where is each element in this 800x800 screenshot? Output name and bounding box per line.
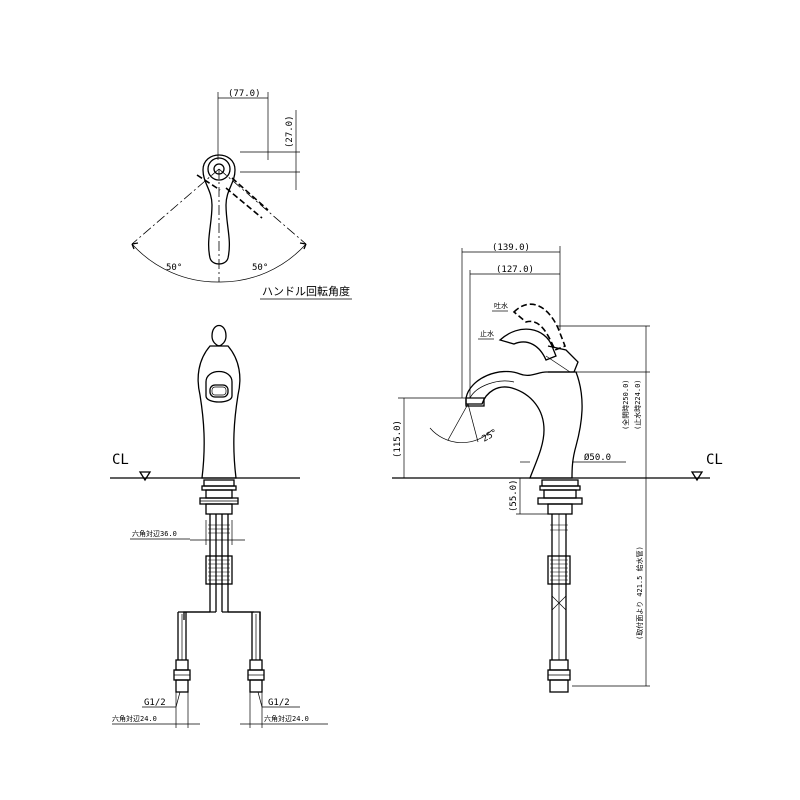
dim-d50: Ø50.0: [584, 452, 611, 463]
dim-stop-height: (止水時224.0): [633, 379, 642, 430]
handle-knob: [211, 324, 227, 347]
angle-25: 25°: [481, 428, 500, 445]
front-view: CL 六角対辺36.0: [110, 324, 328, 728]
angle-left: 50°: [166, 263, 182, 273]
top-view: (77.0) (27.0) 50° 50° ハンドル回転角度: [131, 89, 352, 300]
dim-139: (139.0): [492, 243, 530, 253]
hex-right-24: 六角対辺24.0: [264, 714, 309, 723]
angle-right: 50°: [252, 263, 268, 273]
handle-top-outline: [202, 154, 236, 265]
hex-nut-36: 六角対辺36.0: [132, 529, 177, 538]
dim-hose-length: (取付面より 421.5 給水管): [635, 546, 644, 640]
thread-right: G1/2: [268, 698, 290, 708]
dim-115: (115.0): [393, 420, 403, 458]
side-view: CL (139.0) (127.0) 吐水 止水 (115.0): [392, 243, 723, 693]
lever-side: [498, 328, 557, 361]
hex-left-24: 六角対辺24.0: [112, 714, 157, 723]
dim-55: (55.0): [509, 479, 519, 512]
label-spout: 吐水: [494, 301, 508, 310]
faucet-body-front: [197, 345, 241, 479]
thread-left: G1/2: [144, 698, 166, 708]
dim-full-open: (全開時250.0): [621, 379, 630, 430]
faucet-body-side: [465, 370, 583, 479]
label-stop: 止水: [480, 329, 494, 338]
dim-27: (27.0): [285, 115, 295, 148]
cl-label-side: CL: [706, 452, 723, 468]
rotation-caption: ハンドル回転角度: [262, 284, 350, 298]
cl-label-front: CL: [112, 452, 129, 468]
dim-77: (77.0): [228, 89, 261, 99]
dim-127: (127.0): [496, 265, 534, 275]
